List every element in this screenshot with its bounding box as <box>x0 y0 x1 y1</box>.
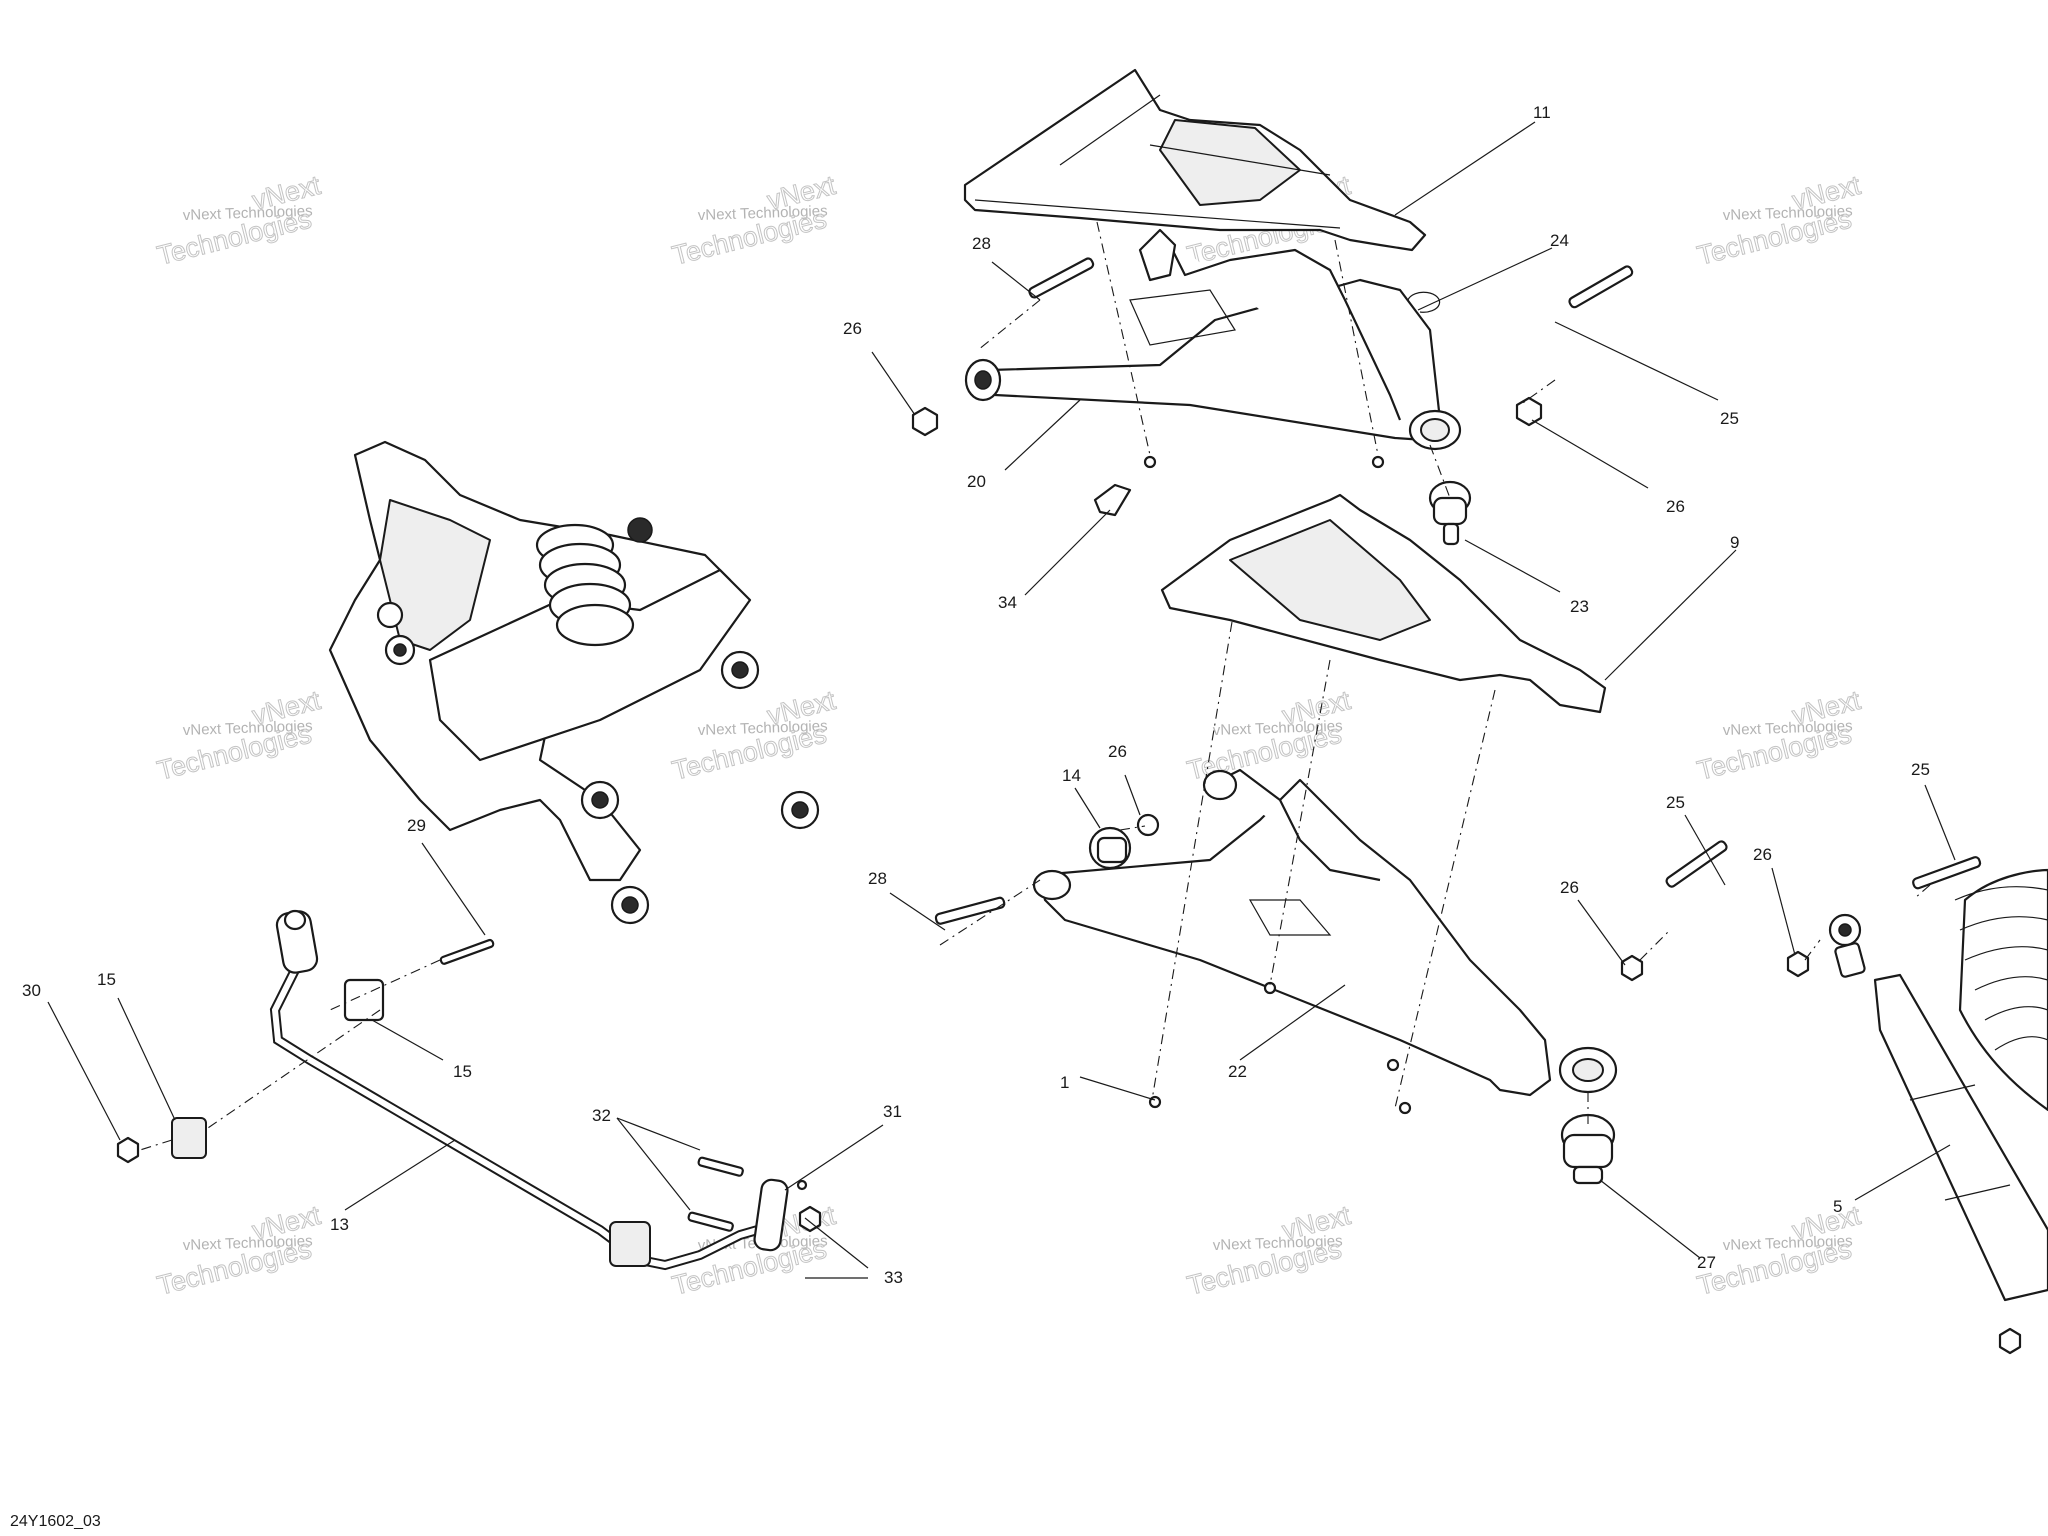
callout-20: 20 <box>967 472 986 491</box>
callout-1: 1 <box>1060 1073 1069 1092</box>
callout-22: 22 <box>1228 1062 1247 1081</box>
callout-26-lower-a: 26 <box>1560 878 1579 897</box>
watermark-text: vNext Technologies <box>1213 1233 1343 1255</box>
watermark-text: vNext Technologies <box>698 203 828 225</box>
callout-33: 33 <box>884 1268 903 1287</box>
callout-13: 13 <box>330 1215 349 1234</box>
watermark-text: vNext Technologies <box>1723 718 1853 740</box>
callout-32: 32 <box>592 1106 611 1125</box>
callout-31: 31 <box>883 1102 902 1121</box>
callout-9: 9 <box>1730 533 1739 552</box>
callout-29: 29 <box>407 816 426 835</box>
ball-joint-23 <box>1428 480 1472 546</box>
watermark-text: vNext Technologies <box>1213 718 1343 740</box>
watermark-text: vNext Technologies <box>183 718 313 740</box>
sway-bar <box>269 909 789 1271</box>
callout-labels: 11 28 24 26 25 20 26 34 23 9 14 26 25 25… <box>22 103 1930 1287</box>
callout-25-upper: 25 <box>1720 409 1739 428</box>
callout-11: 11 <box>1533 103 1551 122</box>
callout-15-right: 15 <box>453 1062 472 1081</box>
ball-joint-27 <box>1560 1113 1616 1185</box>
bushing-14 <box>1088 813 1160 870</box>
callout-27: 27 <box>1697 1253 1716 1272</box>
shock-spring <box>535 517 653 647</box>
fasteners <box>116 257 2022 1355</box>
callout-30: 30 <box>22 981 41 1000</box>
shock-absorber <box>1828 868 2048 1302</box>
callout-23: 23 <box>1570 597 1589 616</box>
upper-a-arm <box>964 228 1462 451</box>
lower-a-arm-guard <box>1160 493 1607 714</box>
callout-15-left: 15 <box>97 970 116 989</box>
callout-34: 34 <box>998 593 1017 612</box>
callout-24: 24 <box>1550 231 1569 250</box>
upper-a-arm-guard <box>963 68 1427 252</box>
callout-25-right: 25 <box>1911 760 1930 779</box>
callout-26-lower: 26 <box>1108 742 1127 761</box>
diagram-code: 24Y1602_03 <box>10 1513 101 1530</box>
assembly-centre-lines <box>139 221 1931 1151</box>
leader-lines <box>47 121 1956 1279</box>
callout-25-lower: 25 <box>1666 793 1685 812</box>
circlip-24 <box>1407 291 1441 313</box>
callout-26-upper-left: 26 <box>843 319 862 338</box>
watermark-text: vNext Technologies <box>183 203 313 225</box>
callout-28-lower: 28 <box>868 869 887 888</box>
bushings <box>376 601 820 925</box>
callout-26-right: 26 <box>1753 845 1772 864</box>
callout-5: 5 <box>1833 1197 1842 1216</box>
callout-28-upper: 28 <box>972 234 991 253</box>
watermark-text: vNext Technologies <box>1723 203 1853 225</box>
clip-34 <box>1093 483 1132 517</box>
watermark-text: vNext Technologies <box>1723 1233 1853 1255</box>
callout-14: 14 <box>1062 766 1081 785</box>
watermark-text: vNext Technologies <box>698 718 828 740</box>
callout-26-upper-right: 26 <box>1666 497 1685 516</box>
front-skid-assembly <box>328 440 820 925</box>
watermark-text: vNext Technologies <box>183 1233 313 1255</box>
lower-a-arm <box>1032 768 1618 1097</box>
sway-bar-bushing-15a <box>171 1117 207 1159</box>
